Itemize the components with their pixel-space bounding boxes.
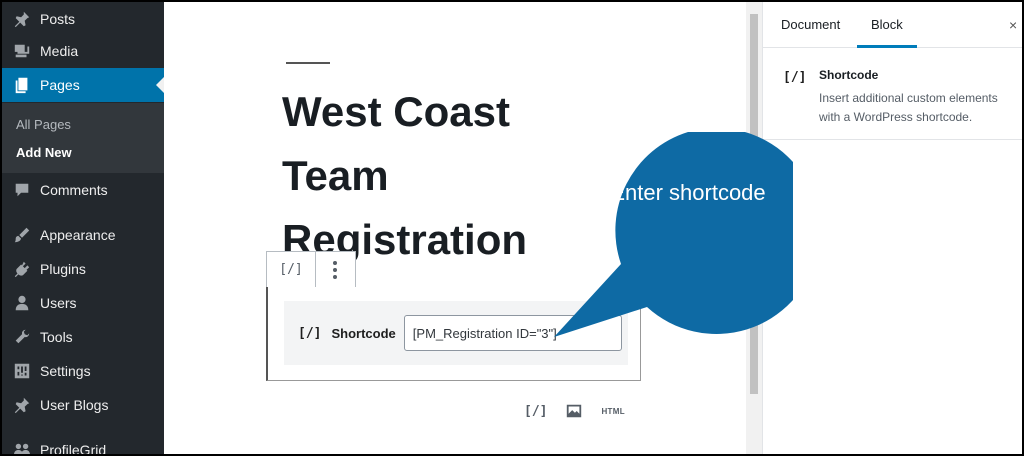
group-icon — [12, 440, 32, 454]
sidebar-item-label: Tools — [40, 329, 73, 345]
sidebar-item-label: Media — [40, 43, 79, 59]
pages-submenu: All Pages Add New — [2, 103, 164, 173]
submenu-item-all-pages[interactable]: All Pages — [16, 117, 71, 132]
plug-icon — [12, 259, 32, 279]
sidebar-item-label: Appearance — [40, 227, 116, 243]
pages-icon — [12, 75, 32, 95]
block-card-description: Insert additional custom elements with a… — [819, 91, 998, 124]
comment-icon — [12, 180, 32, 200]
editor-canvas: West Coast Team Registration [/] [/] Sho… — [164, 2, 746, 454]
sidebar-item-label: Pages — [40, 77, 80, 93]
sidebar-item-pages[interactable]: Pages — [2, 68, 164, 102]
insert-shortcode-button[interactable]: [/] — [524, 403, 548, 419]
shortcode-label: Shortcode — [331, 325, 396, 341]
sidebar-item-media[interactable]: Media — [2, 34, 164, 68]
block-card: [/] Shortcode Insert additional custom e… — [763, 48, 1022, 140]
shortcode-block-inner: [/] Shortcode — [284, 301, 628, 365]
sidebar-item-posts[interactable]: Posts — [2, 2, 164, 36]
more-options-button[interactable] — [316, 252, 354, 287]
sidebar-item-appearance[interactable]: Appearance — [2, 218, 164, 252]
block-toolbar: [/] — [266, 251, 356, 288]
sidebar-item-user-blogs[interactable]: User Blogs — [2, 388, 164, 422]
insert-image-button[interactable] — [565, 402, 583, 420]
shortcode-input[interactable] — [403, 315, 622, 351]
insert-html-button[interactable]: HTML — [601, 406, 625, 416]
shortcode-icon: [/] — [783, 70, 807, 85]
user-icon — [12, 293, 32, 313]
sidebar-item-label: Users — [40, 295, 77, 311]
block-card-title: Shortcode — [819, 68, 879, 82]
settings-panel: Document Block × [/] Shortcode Insert ad… — [762, 2, 1022, 454]
paintbrush-icon — [12, 225, 32, 245]
block-type-button[interactable]: [/] — [267, 252, 316, 287]
page-title[interactable]: West Coast Team Registration — [282, 88, 528, 263]
sidebar-item-label: Plugins — [40, 261, 86, 277]
admin-sidebar: Posts Media Pages All Pages Add New Comm… — [2, 2, 164, 456]
sidebar-item-profilegrid[interactable]: ProfileGrid — [2, 433, 164, 456]
shortcode-block[interactable]: [/] Shortcode — [266, 287, 641, 381]
sidebar-item-label: Comments — [40, 182, 108, 198]
pushpin-icon — [12, 9, 32, 29]
sliders-icon — [12, 361, 32, 381]
block-inserters: [/] HTML — [524, 402, 643, 420]
sidebar-item-tools[interactable]: Tools — [2, 320, 164, 354]
submenu-item-add-new[interactable]: Add New — [16, 145, 72, 160]
sidebar-item-comments[interactable]: Comments — [2, 173, 164, 207]
sidebar-item-label: ProfileGrid — [40, 442, 107, 456]
settings-tabs: Document Block × — [763, 2, 1022, 48]
vertical-ellipsis-icon — [333, 260, 337, 279]
pushpin-icon — [12, 395, 32, 415]
sidebar-item-label: Posts — [40, 11, 76, 27]
image-icon — [567, 404, 582, 418]
title-separator — [286, 62, 330, 64]
active-indicator — [156, 77, 164, 93]
callout-text: Enter shortcode — [610, 180, 766, 205]
sidebar-item-plugins[interactable]: Plugins — [2, 252, 164, 286]
sidebar-item-users[interactable]: Users — [2, 286, 164, 320]
sidebar-item-settings[interactable]: Settings — [2, 354, 164, 388]
media-icon — [12, 41, 32, 61]
close-icon[interactable]: × — [1009, 17, 1018, 33]
sidebar-item-label: Settings — [40, 363, 91, 379]
tab-block[interactable]: Block — [857, 2, 917, 48]
tab-document[interactable]: Document — [781, 17, 841, 32]
wrench-icon — [12, 327, 32, 347]
sidebar-item-label: User Blogs — [40, 397, 109, 413]
editor-scrollbar[interactable] — [746, 2, 762, 454]
shortcode-icon: [/] — [298, 325, 322, 341]
